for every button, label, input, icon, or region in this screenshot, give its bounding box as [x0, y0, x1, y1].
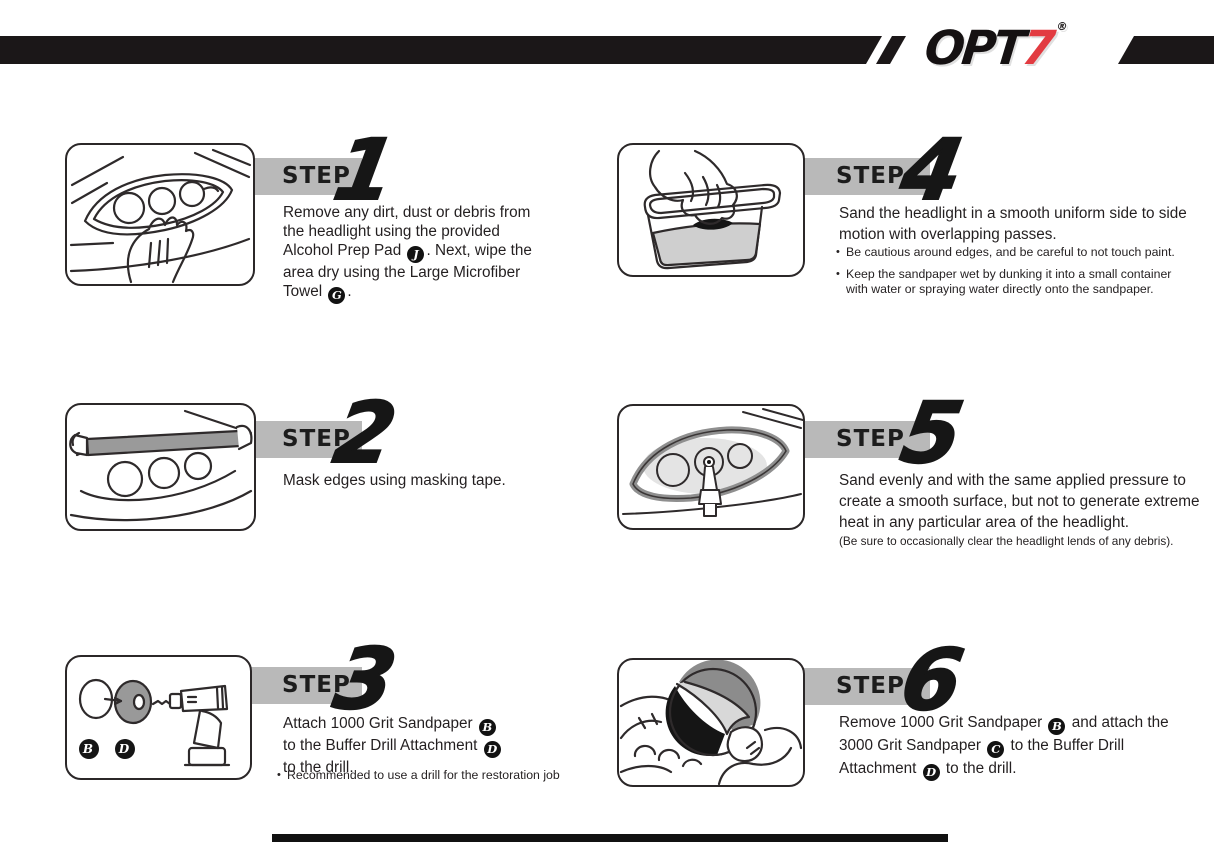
step-4-number: 4 — [893, 120, 971, 220]
step-6-text-part: to the drill. — [941, 760, 1017, 777]
step-2-text-part: Mask edges using masking tape. — [283, 472, 506, 489]
item-badge-B: B — [1048, 718, 1066, 735]
step-6-text-part: Remove 1000 Grit Sandpaper — [839, 714, 1047, 731]
bullet-item: Recommended to use a drill for the resto… — [277, 768, 617, 783]
item-badge-B: B — [478, 719, 496, 736]
step-label: STEP — [836, 426, 905, 452]
bullet-item: Keep the sandpaper wet by dunking it int… — [836, 267, 1176, 297]
illustration-badge-D: D — [118, 742, 130, 756]
step-3-drill-attachment-illustration: B D — [65, 655, 252, 780]
step-2-number: 2 — [326, 383, 404, 483]
step-3-text-part: Attach 1000 Grit Sandpaper — [283, 715, 477, 732]
step-2-text: Mask edges using masking tape. — [283, 471, 551, 490]
step-4-water-container-illustration — [617, 143, 805, 277]
step-6-text-part: and attach the 3000 Grit Sandpaper — [839, 714, 1169, 754]
step-6-banner: STEP — [796, 668, 930, 705]
step-1-wiping-headlight-illustration — [65, 143, 255, 286]
bullet-item: Be cautious around edges, and be careful… — [836, 245, 1176, 260]
item-badge-D: D — [922, 764, 940, 781]
step-6-peeling-sandpaper-illustration — [617, 658, 805, 787]
step-1-number: 1 — [326, 120, 404, 220]
step-label: STEP — [282, 672, 351, 698]
step-4-text: Sand the headlight in a smooth uniform s… — [839, 203, 1195, 245]
step-1-text: Remove any dirt, dust or debris from the… — [283, 203, 551, 304]
step-1-text-part: Remove any dirt, dust or debris from the… — [283, 204, 531, 259]
step-3-text-part: to the Buffer Drill Attachment — [283, 737, 482, 754]
step-1-text-part: . Next, wipe the area dry using the Larg… — [283, 242, 532, 300]
step-5-text-part: Sand evenly and with the same applied pr… — [839, 472, 1200, 531]
illustration-badge-B: B — [82, 742, 93, 756]
item-badge-D: D — [483, 741, 501, 758]
step-5-note: (Be sure to occasionally clear the headl… — [839, 534, 1174, 548]
item-badge-C: C — [987, 741, 1005, 758]
step-label: STEP — [282, 426, 351, 452]
step-label: STEP — [836, 163, 905, 189]
step-6-number: 6 — [893, 630, 971, 730]
step-2-banner: STEP — [240, 421, 362, 458]
item-badge-J: J — [407, 246, 425, 263]
step-5-text: Sand evenly and with the same applied pr… — [839, 470, 1205, 533]
step-6-text: Remove 1000 Grit Sandpaper B and attach … — [839, 712, 1195, 781]
step-1-text-part: . — [347, 283, 352, 300]
step-3-banner: STEP — [240, 667, 362, 704]
banner-bar — [0, 36, 882, 64]
step-3-bullets: Recommended to use a drill for the resto… — [277, 768, 617, 790]
step-6-text-part: to the Buffer Drill Attachment — [839, 737, 1125, 777]
step-5-buffing-headlight-illustration — [617, 404, 805, 530]
step-4-banner: STEP — [796, 158, 930, 195]
step-4-text-part: Sand the headlight in a smooth uniform s… — [839, 205, 1187, 243]
footer-bar — [272, 834, 948, 842]
step-5-number: 5 — [893, 383, 971, 483]
step-label: STEP — [836, 673, 905, 699]
step-label: STEP — [282, 163, 351, 189]
step-3-number: 3 — [326, 629, 404, 729]
step-1-banner: STEP — [240, 158, 362, 195]
banner-slash-right — [1118, 36, 1214, 64]
item-badge-G: G — [328, 287, 346, 304]
step-2-masking-tape-illustration — [65, 403, 256, 531]
step-4-bullets: Be cautious around edges, and be careful… — [836, 245, 1176, 304]
step-5-banner: STEP — [796, 421, 930, 458]
